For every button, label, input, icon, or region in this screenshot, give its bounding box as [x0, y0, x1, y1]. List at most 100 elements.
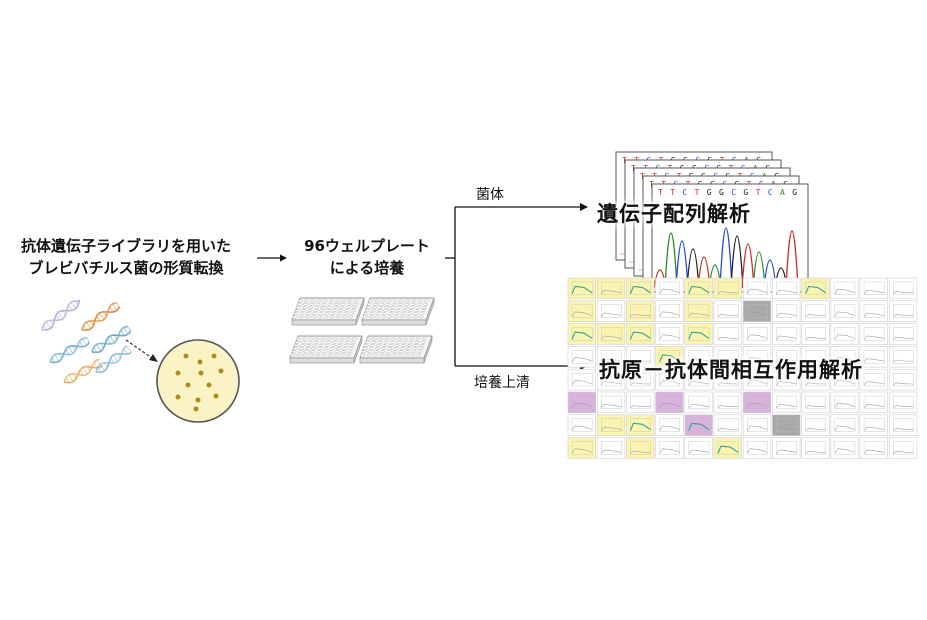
sensorgram-cell — [596, 346, 626, 368]
sensorgram-cell — [655, 346, 684, 368]
sensorgram-cell — [626, 300, 655, 322]
colony-dot — [211, 353, 217, 359]
trace-peak — [686, 248, 700, 289]
result-interaction-analysis: 抗原－抗体間相互作用解析 — [599, 358, 863, 382]
sensorgram-cell — [713, 437, 743, 459]
sensorgram-cell — [772, 300, 801, 322]
sensorgram-cell — [713, 391, 743, 414]
step2-line2: による培養 — [329, 259, 405, 277]
result-sequence-analysis: 遺伝子配列解析 — [597, 202, 751, 226]
sensorgram-cell — [684, 277, 713, 300]
base-call: T — [658, 188, 663, 197]
colony-dot — [206, 382, 212, 388]
sensorgram-cell — [772, 437, 801, 459]
sensorgram-cell — [655, 323, 684, 345]
dna-helix — [63, 358, 104, 384]
sensorgram-cell — [626, 346, 655, 368]
dna-helix — [95, 345, 132, 373]
trace-peak — [675, 240, 689, 289]
sensorgram-cell — [772, 414, 801, 436]
base-call: C — [731, 188, 736, 197]
colony-dot — [193, 406, 199, 412]
dna-helix — [49, 337, 90, 364]
sensorgram-cell — [596, 368, 626, 391]
colony-dot — [218, 368, 224, 374]
sensorgram-cell — [830, 323, 859, 345]
step2-title: 96ウェルプレート による培養 — [292, 235, 442, 279]
sensorgram-cell — [626, 277, 655, 300]
sensorgram-cell — [772, 346, 801, 368]
sensorgram-cell — [567, 346, 597, 368]
sensorgram-cell — [888, 414, 918, 436]
colony-dot — [198, 370, 204, 376]
sensorgram-cell — [713, 300, 743, 322]
trace-peak — [741, 243, 755, 289]
sensorgram-cell — [742, 414, 772, 436]
sensorgram-cell — [801, 277, 830, 300]
sensorgram-cell — [567, 368, 597, 391]
base-call: C — [682, 188, 687, 197]
sensorgram-cell — [684, 391, 713, 414]
sensorgram-cell — [888, 346, 918, 368]
sensorgram-cell — [830, 437, 859, 459]
sensorgram-cell — [626, 368, 655, 391]
colony-dot — [183, 353, 189, 359]
trace-peak — [697, 256, 711, 289]
sensorgram-cell — [626, 391, 655, 414]
sensorgram-cell — [742, 391, 772, 414]
arrow-step1-to-step2 — [257, 254, 287, 262]
sensorgram-cell — [859, 300, 889, 322]
sequence-chromatogram-stack: TTCTGGCGTCAGTTCTGGCGTCAGTTCTGGCGTCAGTTCT… — [615, 151, 809, 293]
trace-peak — [785, 230, 799, 289]
sensorgram-cell — [684, 368, 713, 391]
colony-plate — [156, 339, 240, 423]
sensorgram-cell — [742, 323, 772, 345]
sensorgram-cell — [713, 414, 743, 436]
sensorgram-cell — [713, 323, 743, 345]
sensorgram-cell — [684, 300, 713, 322]
sensorgram-cell — [888, 437, 918, 459]
sensorgram-cell — [859, 323, 889, 345]
sensorgram-cell — [772, 277, 801, 300]
sensorgram-cell — [859, 368, 889, 391]
step1-line2: ブレビバチルス菌の形質転換 — [28, 259, 224, 277]
trace-peak — [730, 235, 744, 289]
colony-dot — [185, 382, 191, 388]
sensorgram-cell — [888, 300, 918, 322]
sensorgram-cell — [626, 437, 655, 459]
sensorgram-cell — [655, 437, 684, 459]
sensorgram-cell — [830, 300, 859, 322]
sensorgram-cell — [655, 300, 684, 322]
well-plate — [361, 297, 435, 326]
sensorgram-cell — [742, 277, 772, 300]
branch-label-supernatant: 培養上清 — [474, 375, 530, 391]
sensorgram-cell — [596, 437, 626, 459]
sensorgram-cell — [684, 437, 713, 459]
step1-title: 抗体遺伝子ライブラリを用いた ブレビバチルス菌の形質転換 — [8, 235, 244, 279]
base-call: T — [670, 188, 675, 197]
sensorgram-cell — [742, 346, 772, 368]
sensorgram-cell — [801, 346, 830, 368]
sensorgram-cell — [888, 277, 918, 300]
sensorgram-cell — [655, 368, 684, 391]
base-call: G — [707, 188, 712, 197]
trace-peak — [664, 232, 678, 289]
sensorgram-cell — [684, 346, 713, 368]
sensorgram-cell — [567, 414, 597, 436]
arrow-head-top — [580, 203, 588, 211]
sensorgram-cell — [801, 414, 830, 436]
sensorgram-cell — [859, 414, 889, 436]
colony-dot — [175, 394, 181, 400]
sensorgram-cell — [626, 414, 655, 436]
sensorgram-cell — [830, 414, 859, 436]
dna-library-icon — [41, 299, 132, 384]
sensorgram-cell — [567, 323, 597, 345]
sensorgram-cell — [567, 437, 597, 459]
sensorgram-cell — [567, 300, 597, 322]
sensorgram-cell — [684, 323, 713, 345]
base-call: T — [756, 188, 761, 197]
colony-dot — [213, 393, 219, 399]
step1-line1: 抗体遺伝子ライブラリを用いた — [20, 237, 231, 255]
